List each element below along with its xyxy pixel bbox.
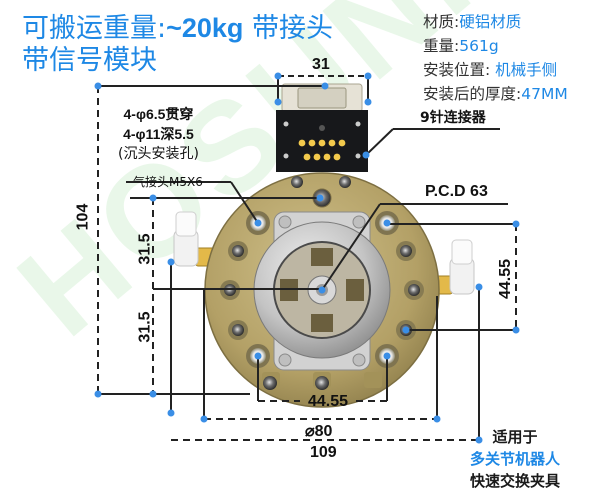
dim-total-height: 104 (74, 203, 92, 231)
spec-material: 材质:硬铝材质 (423, 13, 522, 31)
measure-points (94, 72, 520, 444)
dim-half-height-upper: 31.5 (136, 233, 154, 265)
pcd-label: P.C.D 63 (425, 183, 488, 200)
mounting-hole-callout: 4-φ6.5贯穿 4-φ11深5.5 (沉头安装孔) (118, 104, 199, 164)
footer-line-1: 适用于 (492, 428, 538, 446)
spec-thickness: 安装后的厚度:47MM (423, 85, 568, 103)
page-title: 可搬运重量:~20kg 带接头 带信号模块 (22, 12, 333, 77)
dim-diameter: ⌀80 (305, 423, 333, 440)
footer-line-2: 多关节机器人 (470, 450, 561, 468)
spec-list: 材质:硬铝材质 重量:561g 安装位置: 机械手侧 安装后的厚度:47MM (423, 10, 568, 106)
counterbore-spec: 4-φ11深5.5 (123, 126, 194, 142)
spec-mount-position: 安装位置: 机械手侧 (423, 61, 558, 79)
countersunk-note: (沉头安装孔) (118, 146, 199, 162)
spec-weight: 重量:561g (423, 37, 499, 55)
dim-connector-width: 31 (312, 56, 330, 73)
footer-line-3: 快速交换夹具 (470, 472, 561, 490)
dimension-lines (97, 75, 517, 441)
connector-label: 9针连接器 (420, 110, 486, 126)
title-line-2: 带信号模块 (22, 45, 157, 76)
dim-hole-spacing-horizontal: 44.55 (308, 393, 349, 410)
through-hole-spec: 4-φ6.5贯穿 (123, 106, 194, 122)
air-fitting-right (433, 239, 475, 295)
application-note: 适用于 多关节机器人 快速交换夹具 (470, 426, 560, 492)
dim-hole-spacing-vertical: 44.55 (497, 258, 515, 300)
title-line-1: 可搬运重量:~20kg 带接头 (22, 13, 334, 44)
air-fitting-left (173, 211, 215, 267)
air-fitting-label: 气接头M5X6 (133, 175, 203, 189)
nine-pin-connector (276, 83, 368, 172)
dim-half-height-lower: 31.5 (136, 311, 154, 343)
dim-total-width: 109 (310, 444, 337, 461)
